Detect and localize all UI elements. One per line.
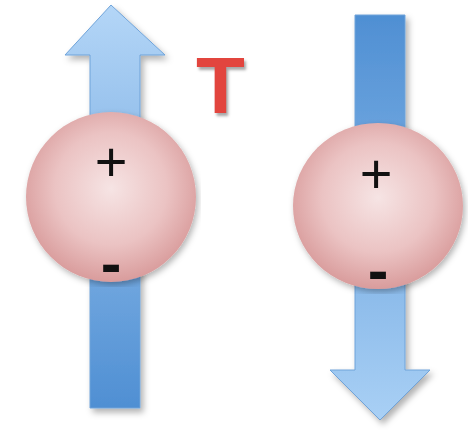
negative-charge-sign: - bbox=[101, 232, 122, 294]
charge-sphere: +- bbox=[21, 107, 201, 287]
positive-charge-sign: + bbox=[95, 134, 128, 190]
negative-charge-sign: - bbox=[368, 239, 389, 301]
time-reversal-symbol: T bbox=[196, 46, 245, 126]
charge-sphere: +- bbox=[288, 118, 468, 294]
positive-charge-sign: + bbox=[360, 146, 393, 202]
